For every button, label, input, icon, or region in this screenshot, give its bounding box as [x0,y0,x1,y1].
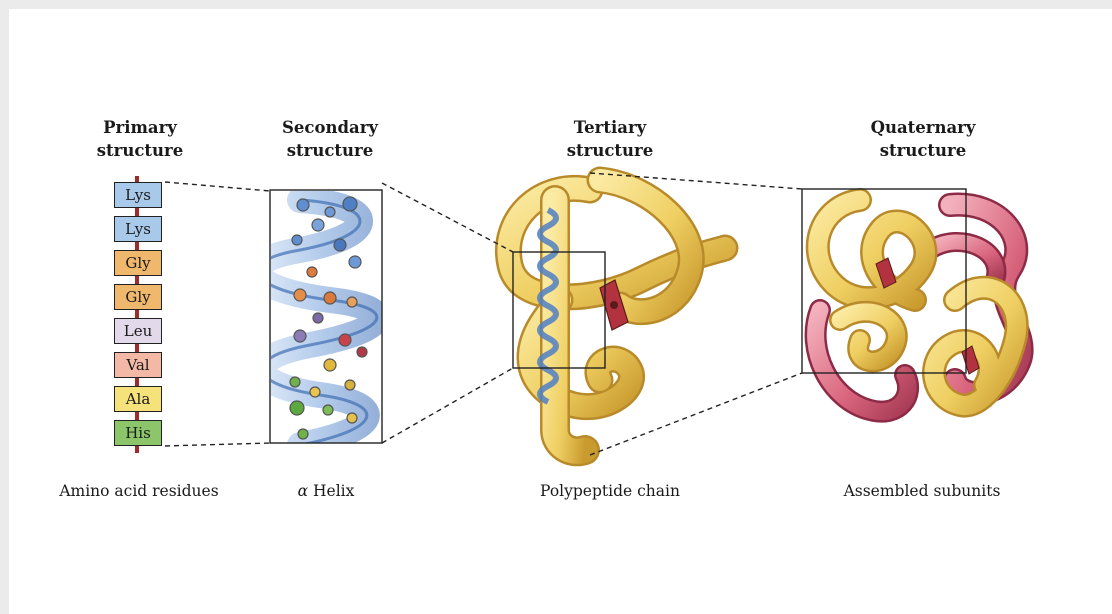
alpha-symbol: α [298,482,308,500]
zoom-connectors [165,173,802,455]
alpha-helix-caption: α Helix [226,482,426,500]
tertiary-ribbon-illustration [508,180,725,451]
helix-label: Helix [313,482,354,500]
alpha-helix-illustration [257,197,377,445]
assembled-subunits-caption: Assembled subunits [822,482,1022,500]
quaternary-subunits-illustration [816,200,1022,412]
polypeptide-chain-caption: Polypeptide chain [510,482,710,500]
amino-acid-residues-caption: Amino acid residues [39,482,239,500]
